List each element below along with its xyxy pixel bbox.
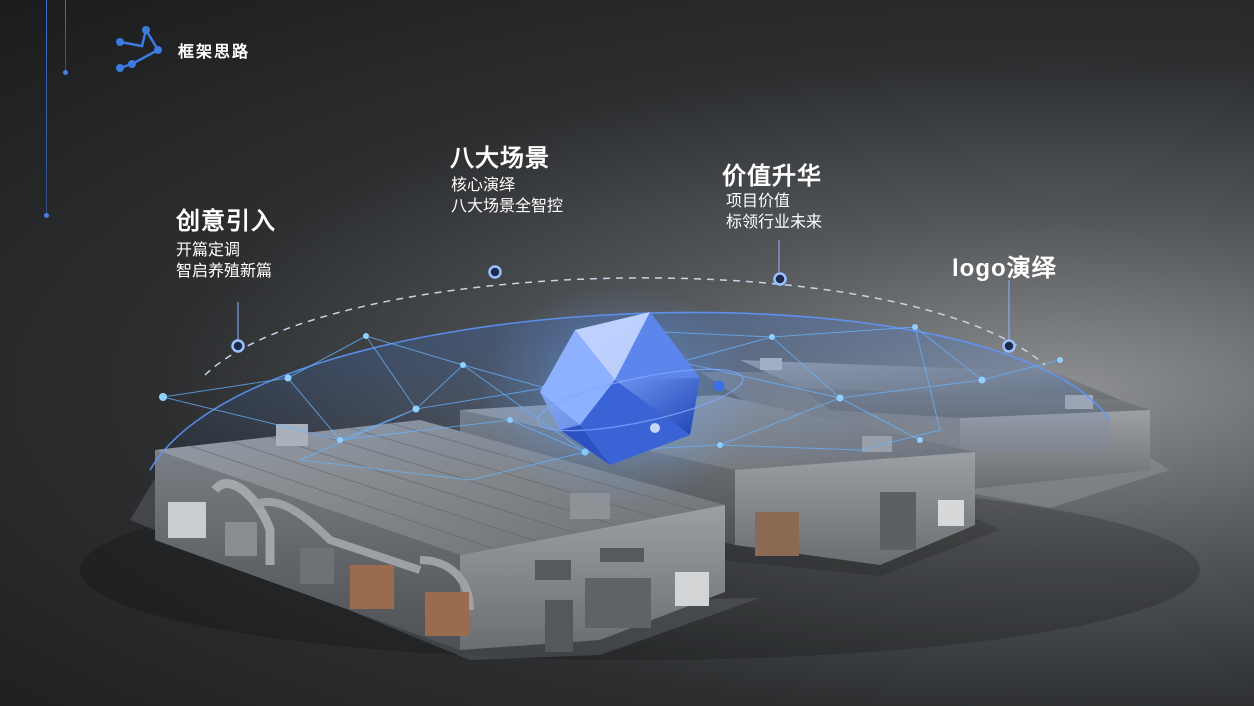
decor-line-1 <box>65 0 66 72</box>
stage-desc-line: 项目价值 <box>726 193 791 210</box>
stage-desc-intro: 开篇定调 智启养殖新篇 <box>176 240 272 282</box>
stage-desc-line: 八大场景全智控 <box>451 198 564 215</box>
decor-dot-1 <box>63 70 68 75</box>
stage-desc-line: 标领行业未来 <box>726 214 823 231</box>
stage-desc-scenes: 核心演绎 八大场景全智控 <box>451 175 563 217</box>
stage-title-intro: 创意引入 <box>176 208 276 235</box>
timeline-connectors <box>237 240 1010 340</box>
stage-desc-value: 项目价值 标领行业未来 <box>726 191 822 233</box>
timeline-arc <box>204 277 1046 376</box>
stage-desc-line: 智启养殖新篇 <box>176 263 273 280</box>
decor-dot-2 <box>44 213 49 218</box>
timeline-markers <box>231 265 1016 353</box>
stage-desc-line: 开篇定调 <box>176 242 241 259</box>
decor-line-2 <box>46 0 47 215</box>
stage-desc-line: 核心演绎 <box>451 177 516 194</box>
network-nodes-icon <box>116 26 162 72</box>
crystal-polyhedron <box>478 285 758 505</box>
stage-title-value: 价值升华 <box>722 163 822 190</box>
page-title: 框架思路 <box>178 44 251 61</box>
stage-title-scenes: 八大场景 <box>450 145 550 172</box>
stage-title-logo: logo演绎 <box>952 255 1057 282</box>
